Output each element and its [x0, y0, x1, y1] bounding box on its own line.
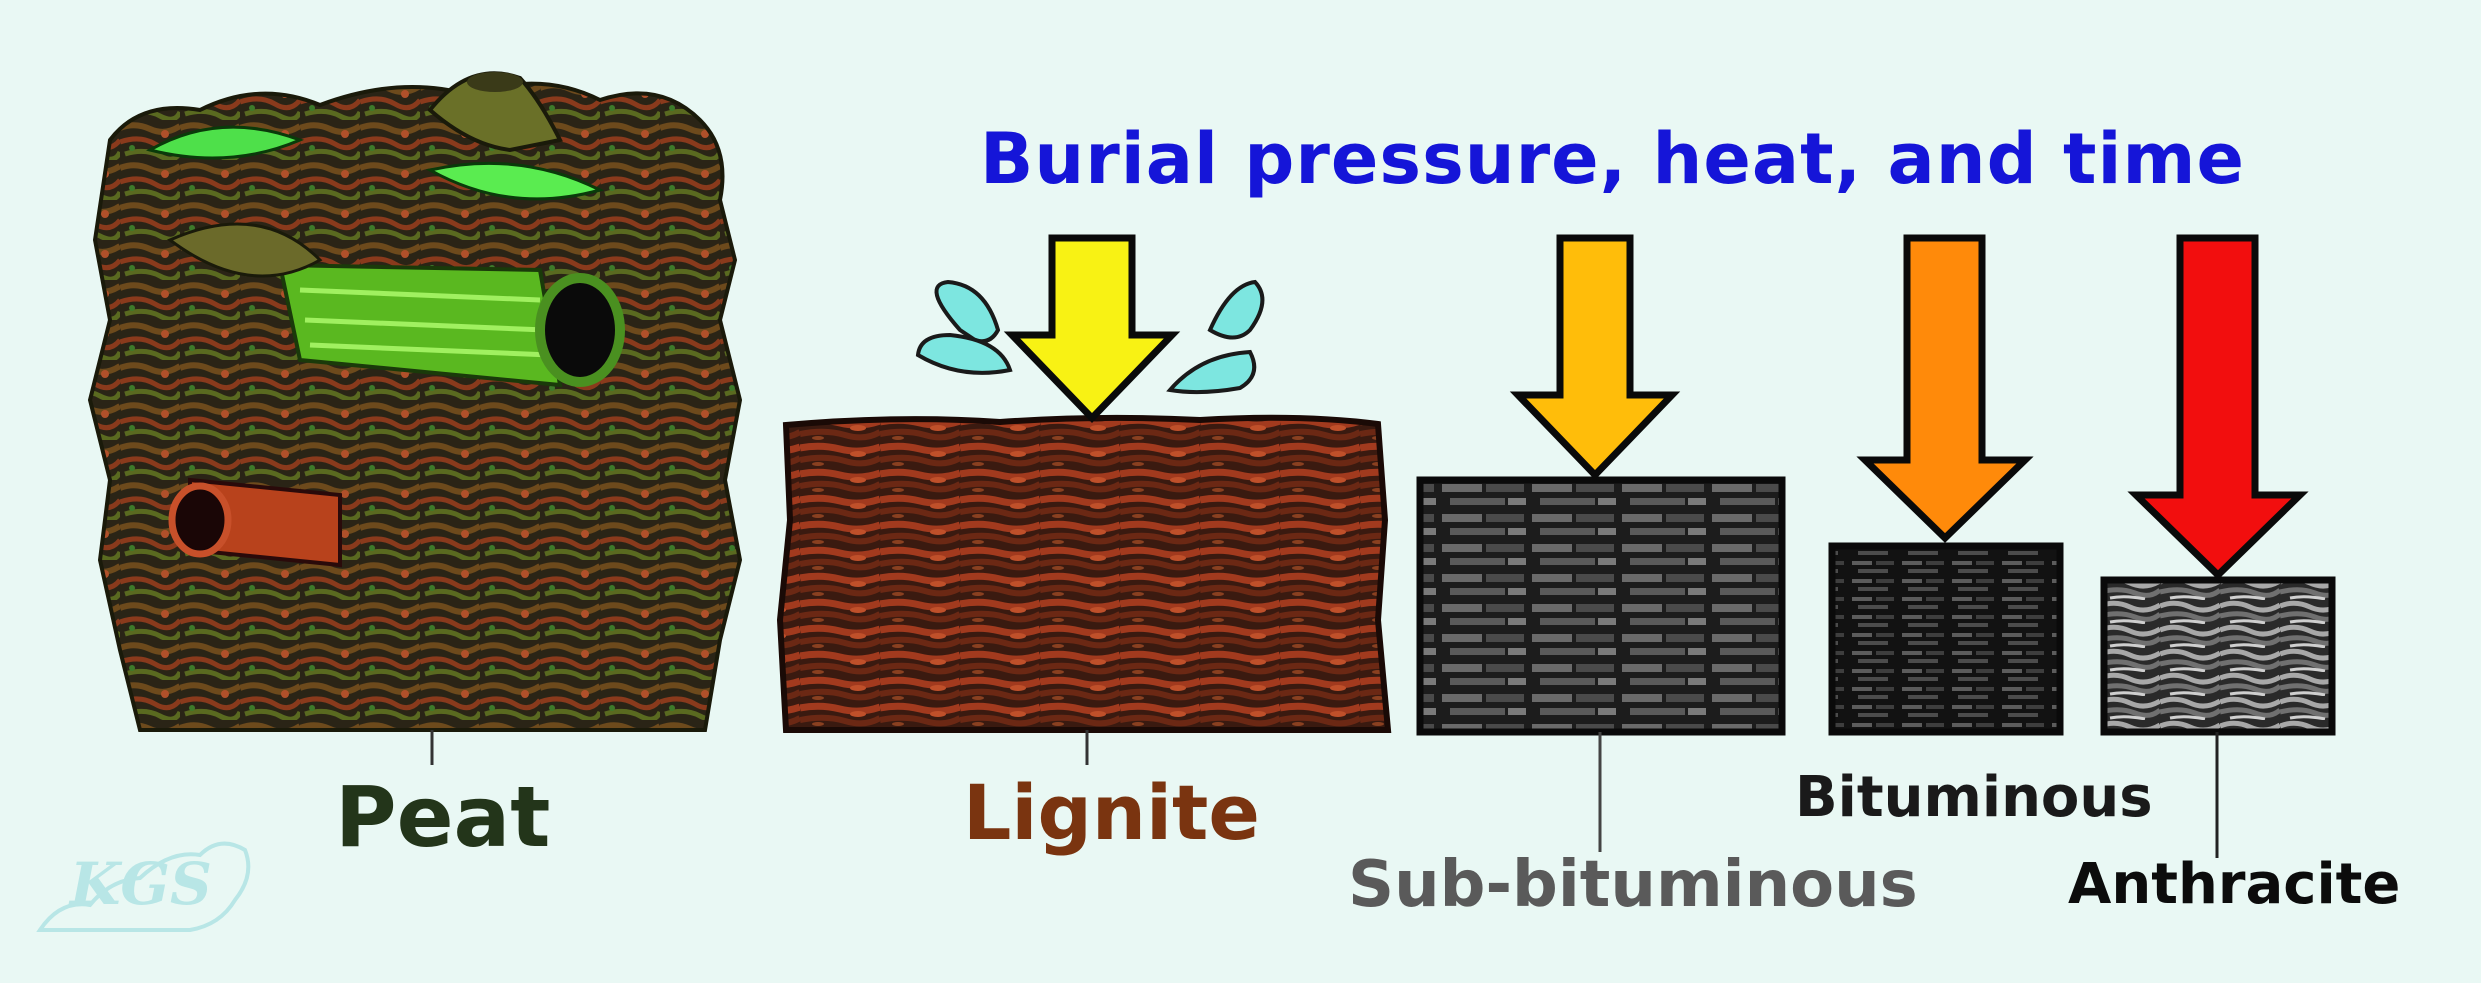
- label-anthracite: Anthracite: [2068, 852, 2401, 917]
- label-lignite: Lignite: [963, 768, 1260, 857]
- diagram-title: Burial pressure, heat, and time: [980, 118, 2245, 200]
- subbituminous-illustration: [1416, 476, 1786, 736]
- water-drops: [915, 279, 1265, 395]
- bituminous-illustration: [1828, 542, 2064, 736]
- anthracite-illustration: [2100, 576, 2336, 736]
- kentucky-outline-icon: [36, 841, 251, 932]
- arrow-lignite: [1003, 234, 1181, 424]
- lignite-illustration: [776, 414, 1392, 733]
- arrow-anthracite: [2127, 234, 2309, 580]
- kgs-logo: KGS: [70, 850, 212, 918]
- arrow-bituminous: [1856, 234, 2034, 543]
- label-peat: Peat: [335, 768, 551, 866]
- peat-illustration: [87, 71, 743, 732]
- arrow-subbituminous: [1509, 234, 1681, 481]
- label-bituminous: Bituminous: [1795, 765, 2153, 830]
- label-subbituminous: Sub-bituminous: [1348, 848, 1918, 922]
